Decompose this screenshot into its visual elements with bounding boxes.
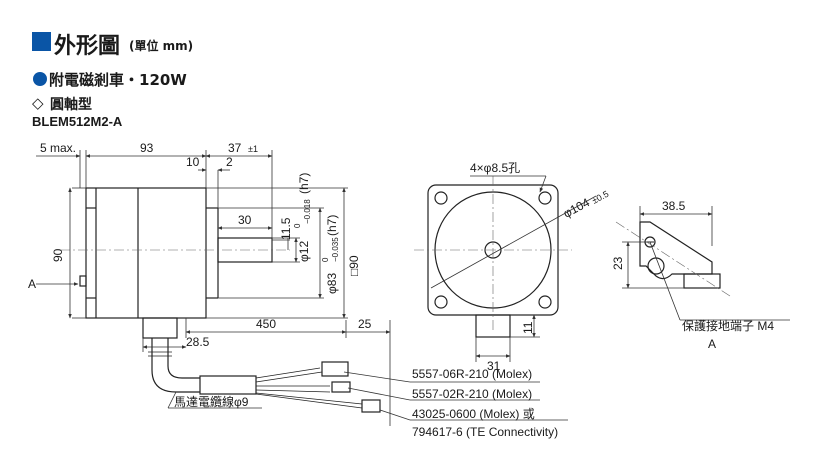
- motor-cable: [148, 338, 381, 413]
- dim-sq90: □90: [347, 255, 361, 276]
- model-number: BLEM512M2-A: [32, 114, 123, 129]
- cable-label: 馬達電纜線φ9: [174, 394, 249, 409]
- side-view: [60, 187, 290, 339]
- dim-30: 30: [238, 213, 252, 227]
- mount-hole-tr: [538, 191, 552, 205]
- view-a: [639, 221, 721, 289]
- connector-2: [331, 381, 351, 393]
- page-title: 外形圖: [54, 34, 121, 59]
- dim-23: 23: [611, 256, 625, 270]
- dim-pcd-tol: ±0.5: [590, 189, 610, 206]
- dim-25: 25: [358, 317, 372, 331]
- dim-10: 10: [186, 155, 200, 169]
- ground-bracket: [639, 221, 713, 280]
- dim-11: 11: [521, 321, 535, 334]
- dim-phi83-tol-top: 0: [321, 257, 330, 262]
- section-marker-square: [32, 32, 51, 51]
- dim-28-5: 28.5: [186, 335, 210, 349]
- diamond-icon: ◇: [32, 94, 44, 112]
- dim-5max: 5 max.: [40, 141, 76, 155]
- connector-label-1: 5557-06R-210 (Molex): [412, 367, 532, 381]
- ground-terminal-label: 保護接地端子 M4: [682, 318, 774, 333]
- connector-3: [361, 399, 381, 413]
- dim-phi12: φ12: [297, 241, 311, 262]
- mount-hole-tl: [434, 191, 448, 205]
- dim-450: 450: [256, 317, 276, 331]
- connector-label-3a: 43025-0600 (Molex) 或: [412, 407, 535, 421]
- mount-hole-bl: [434, 295, 448, 309]
- unit-note: (單位 mm): [129, 39, 194, 53]
- product-subtitle: 附電磁剎車・120W: [49, 71, 187, 89]
- dim-38-5: 38.5: [662, 199, 686, 213]
- dim-phi12-tol-top: 0: [293, 223, 302, 228]
- cable-outlet: [142, 317, 178, 339]
- dim-phi83: φ83: [325, 273, 339, 294]
- bullet-circle-icon: [33, 72, 47, 86]
- dim-phi12-tol-bot: −0.018: [303, 199, 312, 224]
- shaft-type-label: 圓軸型: [50, 97, 92, 113]
- dim-37: 37: [228, 141, 242, 155]
- dim-37-tol: ±1: [248, 144, 258, 154]
- dim-holes: 4×φ8.5孔: [470, 161, 520, 175]
- dim-phi83-fit: (h7): [325, 215, 339, 236]
- dim-phi12-fit: (h7): [297, 173, 311, 194]
- dim-93: 93: [140, 141, 154, 155]
- dim-31: 31: [487, 359, 501, 373]
- view-a-label: A: [708, 337, 716, 351]
- mount-hole-br: [538, 295, 552, 309]
- dim-pcd: φ104: [561, 195, 592, 221]
- dim-90: 90: [51, 248, 65, 262]
- connector-label-3b: 794617-6 (TE Connectivity): [412, 425, 558, 439]
- connector-1: [321, 361, 349, 377]
- connector-label-2: 5557-02R-210 (Molex): [412, 387, 532, 401]
- motor-body: [85, 187, 207, 319]
- arrow-a-label: A: [28, 277, 36, 291]
- dim-phi83-tol-bot: −0.035: [331, 237, 340, 262]
- dim-11-5: 11.5: [279, 217, 293, 240]
- dim-2: 2: [226, 155, 233, 169]
